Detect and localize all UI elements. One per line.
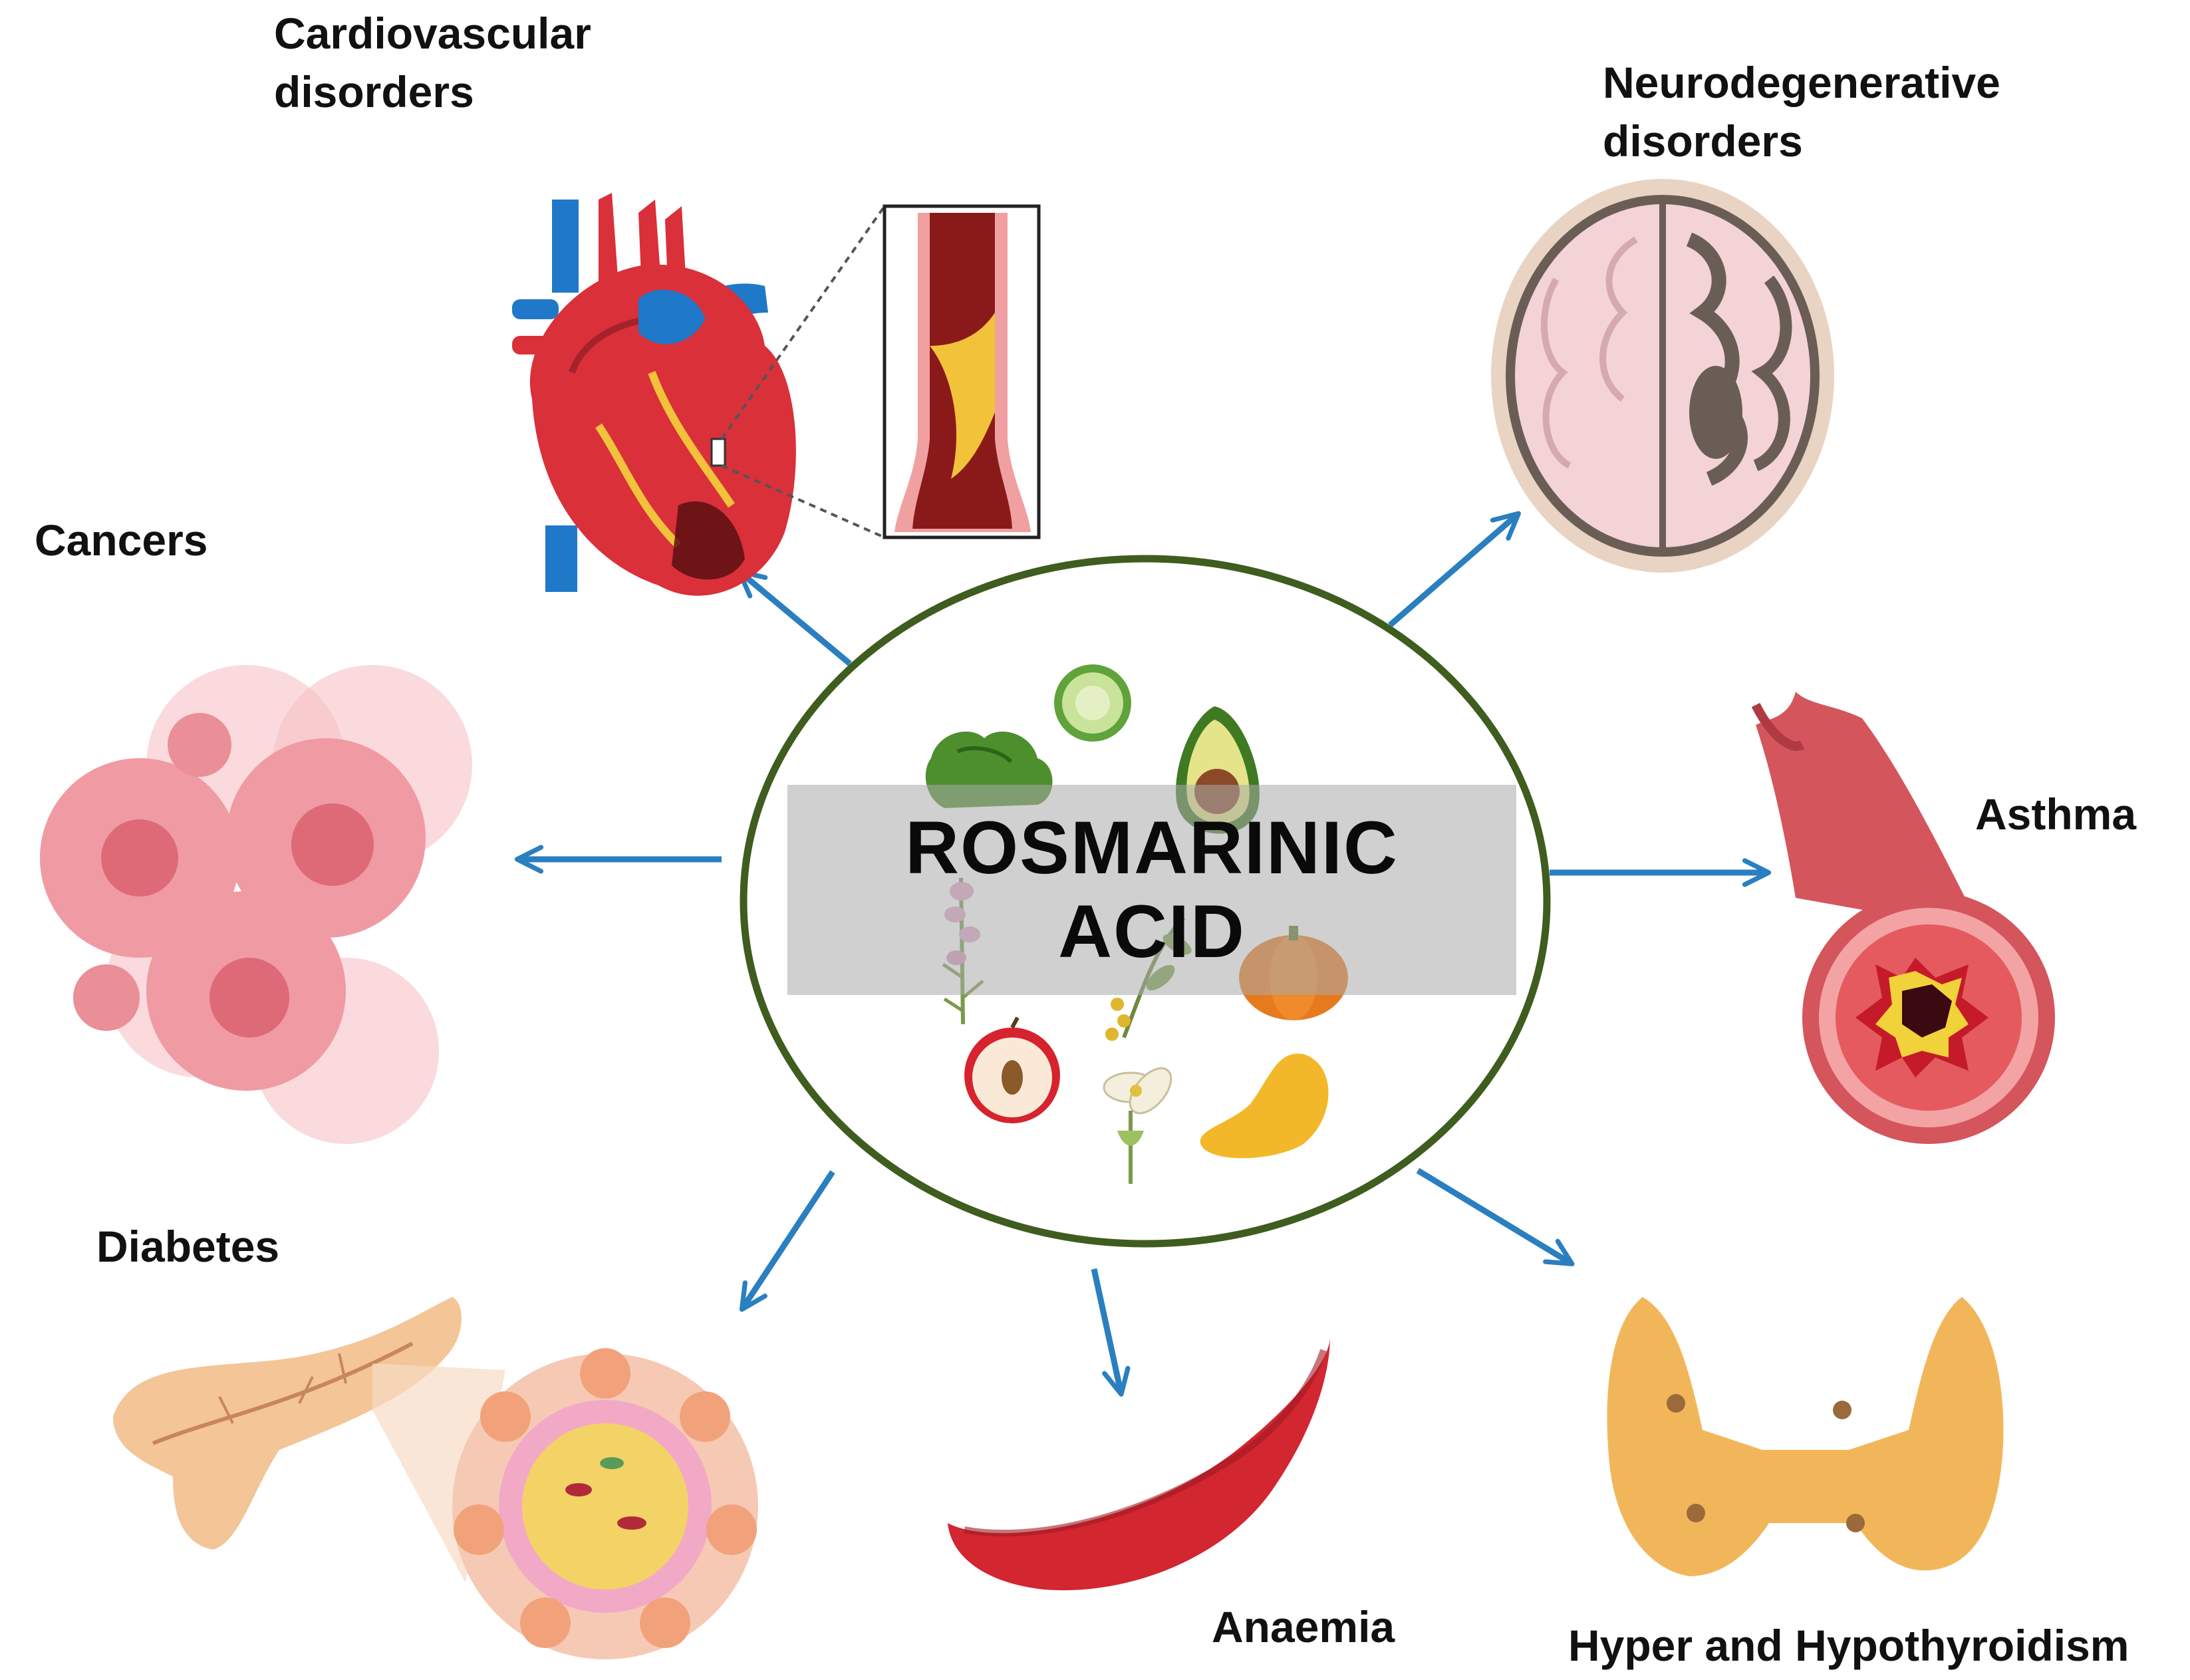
- mango-icon: [1200, 1053, 1329, 1159]
- airway-icon: [1751, 692, 2055, 1144]
- cancers-label: Cancers: [35, 515, 208, 565]
- apple-icon: [964, 1016, 1060, 1123]
- cucumber-icon: [1054, 664, 1131, 742]
- cardiovascular-label-line2: disorders: [274, 67, 474, 116]
- arrow-neurodegenerative: [1388, 511, 1521, 628]
- center-title-line1: ROSMARINIC: [905, 806, 1399, 889]
- center-title-box: ROSMARINIC ACID: [787, 785, 1516, 995]
- thyroid-label: Hyper and Hypothyroidism: [1568, 1621, 2129, 1670]
- anaemia-label: Anaemia: [1212, 1602, 1395, 1651]
- cancer-cells-icon: [40, 665, 472, 1144]
- neurodegenerative-label: Neurodegenerative disorders: [1603, 53, 2000, 170]
- artery-inset-icon: [720, 204, 1041, 539]
- sickle-cell-icon: [948, 1337, 1330, 1591]
- neurodegenerative-label-line1: Neurodegenerative: [1603, 58, 2000, 107]
- arrows-group: [514, 511, 1772, 1397]
- arrow-cardiovascular: [736, 569, 852, 666]
- arrow-thyroid: [1416, 1168, 1575, 1266]
- diabetes-label: Diabetes: [96, 1222, 280, 1271]
- brain-icon: [1491, 179, 1834, 573]
- neurodegenerative-label-line2: disorders: [1603, 116, 1803, 166]
- cardiovascular-label-line1: Cardiovascular: [274, 9, 591, 58]
- asthma-label: Asthma: [1975, 789, 2137, 839]
- heart-icon: [512, 193, 796, 596]
- arrow-diabetes: [739, 1170, 835, 1312]
- cardiovascular-label: Cardiovascular disorders: [274, 4, 591, 121]
- center-title-line2: ACID: [1058, 890, 1246, 973]
- thyroid-icon: [1607, 1297, 2004, 1576]
- pancreas-icon: [113, 1297, 758, 1659]
- arrow-anaemia: [1091, 1268, 1131, 1397]
- white-flower-icon: [1103, 1067, 1172, 1184]
